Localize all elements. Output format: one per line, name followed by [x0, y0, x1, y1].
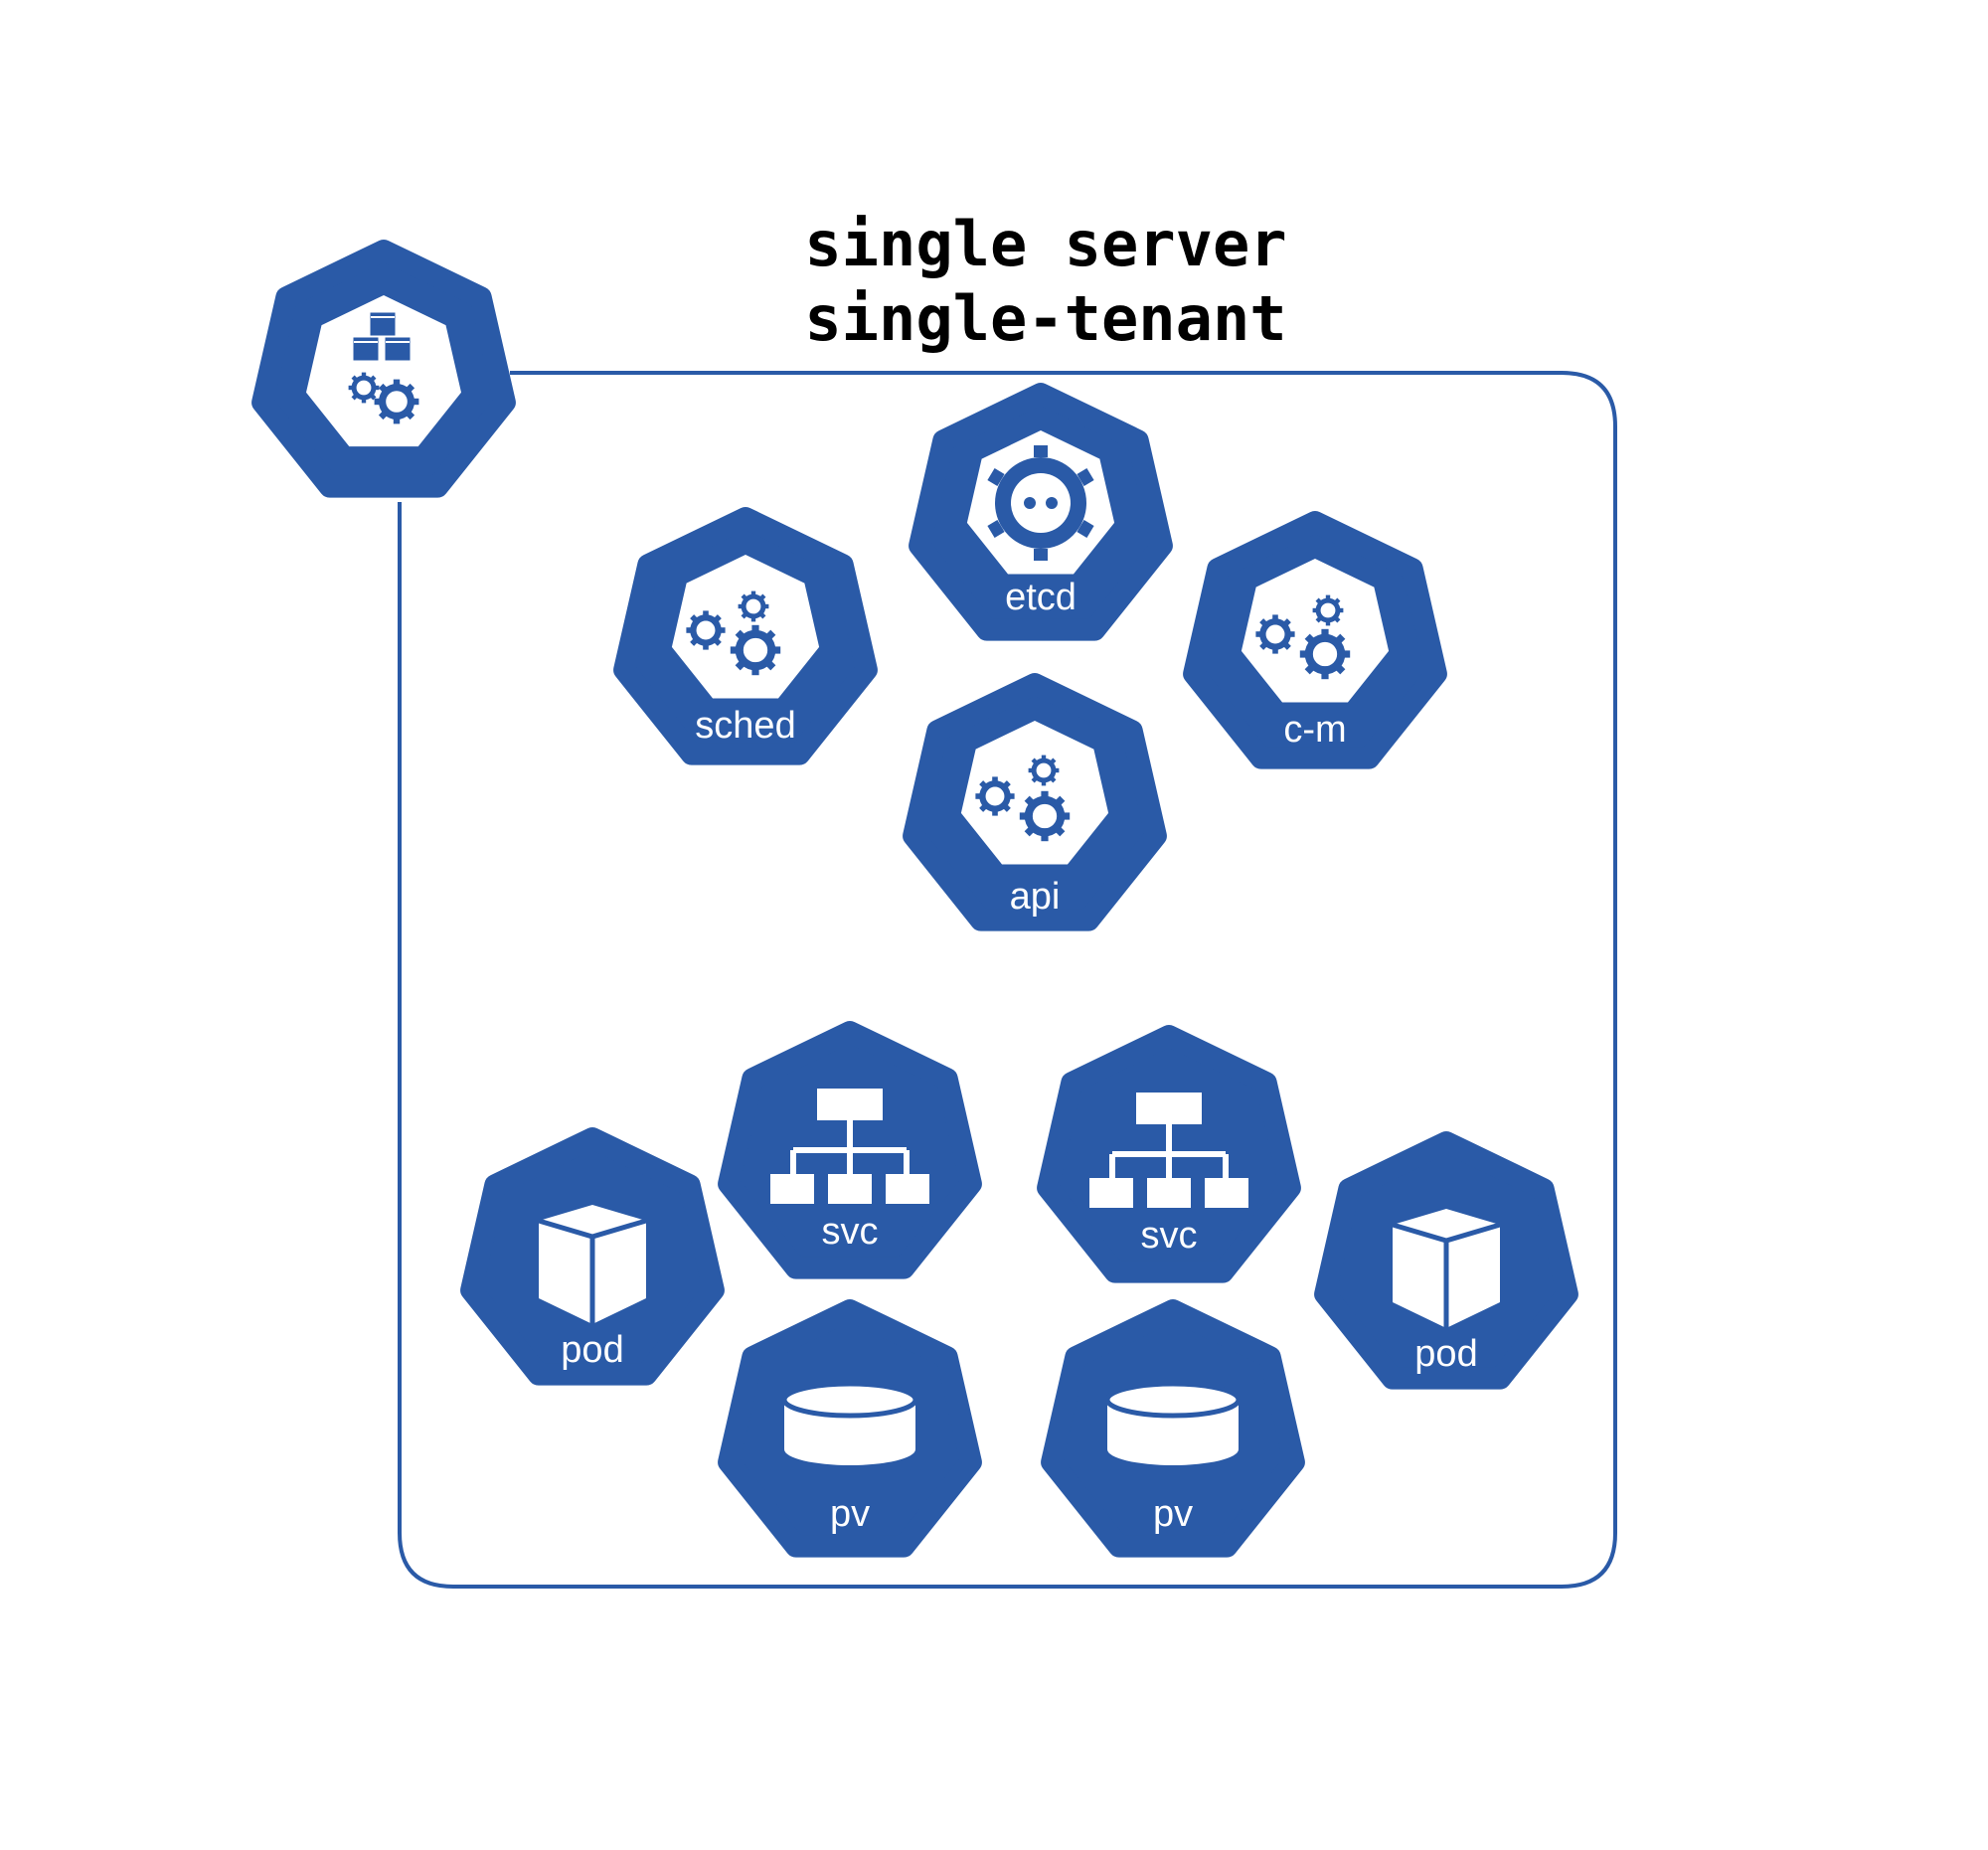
- svc-node-1[interactable]: svc: [729, 1032, 971, 1268]
- pv-node-2[interactable]: pv: [1052, 1310, 1294, 1547]
- cluster-node[interactable]: [262, 251, 505, 487]
- pv-node-1[interactable]: pv: [729, 1310, 971, 1547]
- svc-node-2[interactable]: svc: [1048, 1036, 1290, 1272]
- pv-label-2: pv: [1153, 1493, 1193, 1535]
- title-line-2: single-tenant: [804, 282, 1286, 355]
- pod-label-2: pod: [1414, 1333, 1477, 1375]
- etcd-label: etcd: [1005, 577, 1077, 618]
- svc-label-1: svc: [822, 1211, 879, 1253]
- cluster-icon: [349, 312, 419, 423]
- pod-icon: [1392, 1209, 1501, 1328]
- etcd-node[interactable]: etcd: [919, 394, 1162, 630]
- pod-node-1[interactable]: pod: [471, 1138, 714, 1375]
- svc-label-2: svc: [1141, 1215, 1198, 1257]
- pod-label-1: pod: [561, 1329, 623, 1371]
- sched-label: sched: [695, 705, 795, 747]
- title-line-1: single server: [804, 208, 1286, 280]
- service-icon: [1089, 1093, 1248, 1208]
- cm-label: c-m: [1283, 709, 1346, 751]
- cluster-boundary: [398, 371, 1617, 1589]
- pod-node-2[interactable]: pod: [1325, 1142, 1568, 1379]
- service-icon: [770, 1089, 929, 1204]
- pv-label-1: pv: [830, 1493, 870, 1535]
- volume-icon: [1104, 1381, 1242, 1465]
- etcd-icon: [987, 445, 1094, 561]
- cm-node[interactable]: c-m: [1194, 522, 1436, 758]
- pod-icon: [538, 1205, 647, 1324]
- volume-icon: [781, 1381, 918, 1465]
- api-label: api: [1010, 876, 1061, 918]
- api-node[interactable]: api: [913, 684, 1156, 921]
- sched-node[interactable]: sched: [624, 518, 867, 755]
